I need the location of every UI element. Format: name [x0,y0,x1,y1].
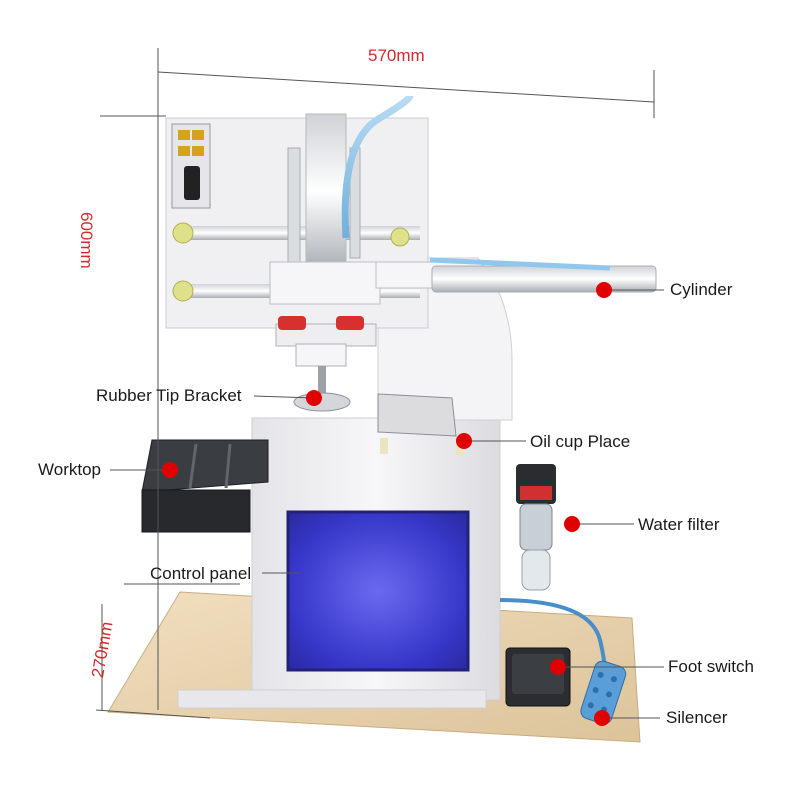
label-worktop: Worktop [38,460,101,479]
marker-oil-cup-place [456,433,472,449]
marker-water-filter [564,516,580,532]
air-tube [341,94,414,239]
marker-foot-switch [550,659,566,675]
vertical-cylinder [305,113,347,271]
label-control-panel: Control panel [150,564,252,583]
oil-cup-holder [377,393,457,437]
marker-silencer [594,710,610,726]
cabinet-plinth [177,689,487,709]
marker-rubber-tip-bracket [306,390,322,406]
label-rubber-tip-bracket: Rubber Tip Bracket [96,386,242,405]
label-silencer: Silencer [666,708,728,727]
marker-cylinder [596,282,612,298]
height-dimension-label: 600mm [77,212,96,269]
label-cylinder: Cylinder [670,280,733,299]
rubber-tip-plate [293,392,351,412]
horizontal-cylinder [431,265,657,293]
silencer-body [580,660,627,725]
carriage-block [269,261,381,305]
dimension-lines [95,48,655,719]
label-oil-cup-place: Oil cup Place [530,432,631,451]
control-panel-window [286,510,470,672]
width-dimension-label: 570mm [368,46,425,65]
label-water-filter: Water filter [638,515,720,534]
label-foot-switch: Foot switch [668,657,754,676]
marker-worktop [162,462,178,478]
leader-lines [110,289,664,719]
worktop-plate [141,439,269,493]
